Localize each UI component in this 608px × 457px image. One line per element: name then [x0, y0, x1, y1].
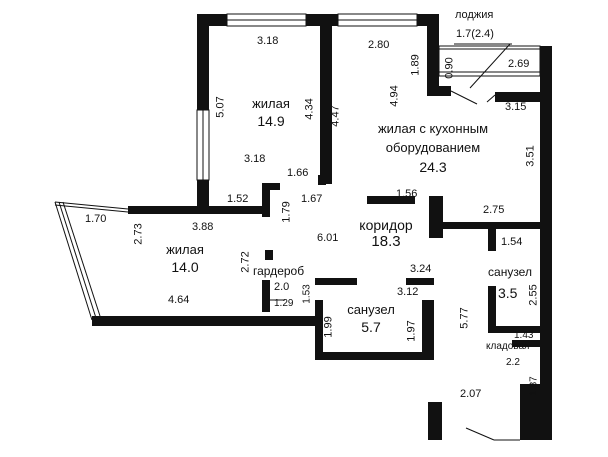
- room-name: санузел: [347, 302, 395, 317]
- dim-label: 3.88: [192, 221, 214, 233]
- room-area: 18.3: [371, 233, 401, 250]
- dim-label: 5.07: [214, 96, 227, 118]
- dim-label: 6.01: [317, 232, 339, 244]
- room-area: 3.5: [498, 285, 518, 301]
- dim-label: 4.34: [303, 98, 316, 120]
- room-name: жилая: [166, 242, 204, 257]
- dim-label: 5.77: [458, 307, 471, 329]
- dim-label: 2.73: [132, 223, 145, 245]
- wall-bath2-top: [443, 222, 540, 229]
- wall-wardrobe-left: [262, 280, 270, 312]
- wall-kitchen-right-stub: [495, 92, 545, 102]
- outlines: [54, 13, 541, 441]
- dim-label: 2.69: [508, 58, 530, 70]
- wall-corridor-stub3: [367, 196, 415, 204]
- room-corridor: коридор 18.3: [348, 217, 424, 251]
- wall-storage-top: [512, 340, 540, 347]
- dim-label: 0.90: [443, 57, 456, 79]
- room-loggia-name: лоджия: [455, 9, 494, 21]
- loggia-outline: [438, 45, 541, 77]
- dim-label: 1.67: [301, 193, 323, 205]
- walls: [92, 14, 552, 440]
- room-name-line1: жилая с кухонным: [377, 121, 489, 136]
- dim-label: 1.43: [514, 330, 534, 341]
- wall-corridor-stub1-top: [262, 183, 280, 190]
- wall-living2-top: [128, 206, 262, 214]
- dim-label: 3.24: [410, 263, 432, 275]
- dim-label: 1.53: [301, 284, 313, 304]
- room-wardrobe-name: гардероб: [253, 264, 305, 278]
- dim-label: 4.47: [329, 105, 342, 127]
- dim-label: 1.56: [396, 188, 418, 200]
- dim-label: 1.66: [287, 167, 309, 179]
- wall-corridor-stub1: [262, 183, 270, 217]
- dim-label: 2.72: [239, 251, 252, 273]
- dim-label: 3.18: [244, 153, 266, 165]
- dim-label: 2.07: [460, 388, 482, 400]
- dim-label: 4.94: [388, 85, 401, 107]
- wall-partition-bedroom-kitchen: [320, 14, 332, 184]
- dim-label: 1.97: [405, 320, 418, 342]
- room-area: 14.9: [257, 113, 285, 129]
- dim-label: 2.55: [527, 284, 540, 306]
- room-name: санузел: [488, 265, 532, 279]
- dim-label: 1.52: [227, 193, 249, 205]
- dim-label: 1.70: [85, 213, 107, 225]
- wall-bath1-top: [315, 278, 357, 285]
- wall-kitchen-right-upper: [427, 14, 439, 96]
- room-area: 14.0: [171, 259, 199, 275]
- room-bathroom-1: санузел 5.7: [336, 302, 406, 336]
- wall-top-left: [197, 14, 227, 26]
- dim-label: 2.80: [368, 39, 390, 51]
- room-living-kitchen: жилая с кухонным оборудованием 24.3: [365, 121, 501, 176]
- room-bathroom-2: санузел 3.5: [482, 264, 538, 302]
- room-area: 5.7: [361, 319, 381, 335]
- wall-bath2-left-upper: [488, 229, 496, 251]
- wall-bath2-bottom: [488, 326, 540, 333]
- wall-wardrobe-top: [265, 250, 273, 260]
- wall-bath1-right: [422, 300, 434, 360]
- wall-corridor-stub2: [318, 175, 326, 185]
- dim-label: 1.29: [274, 298, 294, 309]
- wall-bath1-bottom: [315, 352, 434, 360]
- wall-entrance-left: [428, 402, 442, 440]
- room-name: коридор: [359, 217, 413, 233]
- wall-corridor-block: [429, 196, 443, 238]
- wall-bath1-top-right: [406, 278, 434, 285]
- dim-label: 1.79: [280, 201, 293, 223]
- dim-label: 1.54: [501, 236, 523, 248]
- dim-label: 3.18: [257, 35, 279, 47]
- dim-label: 1.87: [528, 376, 540, 396]
- wall-storage-block: [520, 384, 540, 440]
- wall-living2-bottom: [92, 316, 323, 326]
- dim-label: 3.15: [505, 101, 527, 113]
- wall-bath1-left: [315, 300, 323, 360]
- room-storage-name: кладовая: [486, 341, 530, 352]
- dim-label: 3.12: [397, 286, 419, 298]
- room-name-line2: оборудованием: [385, 140, 481, 155]
- dim-label: 1.89: [409, 54, 422, 76]
- wall-kitchen-stub: [427, 86, 451, 96]
- room-living-2: жилая 14.0: [150, 242, 220, 276]
- dim-label: 1.99: [322, 316, 335, 338]
- dim-label: 2.75: [483, 204, 505, 216]
- room-name: жилая: [252, 96, 290, 111]
- room-storage-area: 2.2: [506, 357, 520, 368]
- room-living-1: жилая 14.9: [238, 96, 304, 130]
- room-area: 24.3: [419, 159, 447, 175]
- wall-bath2-left-lower: [488, 286, 496, 332]
- dim-label: 4.64: [168, 294, 190, 306]
- wall-outer-right: [540, 46, 552, 440]
- room-wardrobe-area: 2.0: [274, 281, 290, 293]
- room-loggia-area: 1.7(2.4): [456, 28, 494, 40]
- dim-label: 3.51: [524, 145, 537, 167]
